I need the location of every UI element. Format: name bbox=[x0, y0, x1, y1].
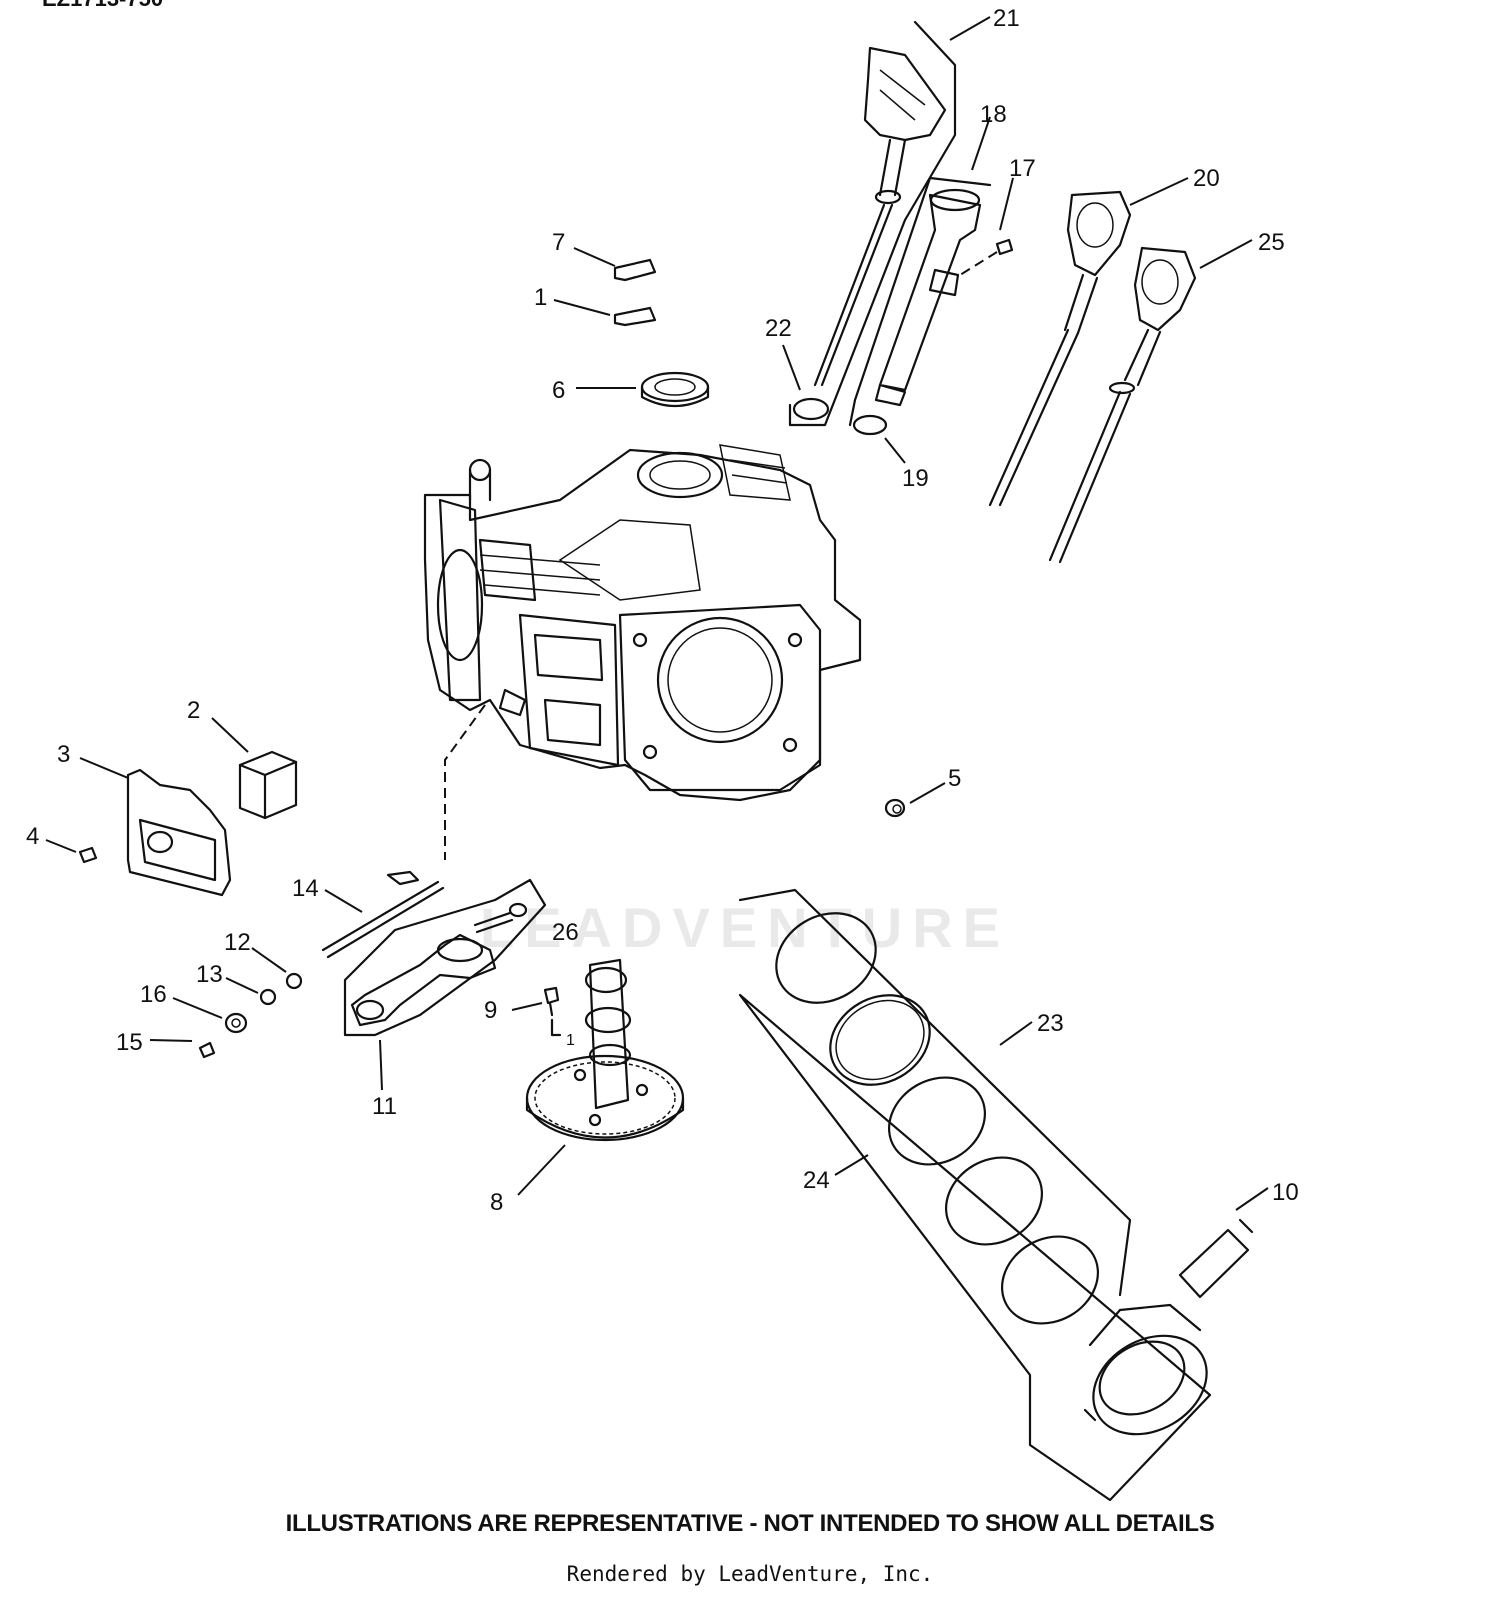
callout-labels: 21 18 17 20 25 7 1 6 22 19 2 3 4 5 14 26… bbox=[26, 5, 1299, 1216]
bracket-21-22 bbox=[788, 20, 957, 427]
part-3-cover-plate[interactable] bbox=[126, 768, 232, 897]
callout-12: 12 bbox=[224, 929, 251, 956]
part-23-piston-ring-set[interactable] bbox=[760, 896, 1001, 1182]
part-14-shaft[interactable] bbox=[321, 870, 445, 959]
callout-15: 15 bbox=[116, 1029, 143, 1056]
callout-inline-1: 1 bbox=[566, 1032, 575, 1049]
callout-22: 22 bbox=[765, 315, 792, 342]
leader-lines bbox=[45, 16, 1269, 1211]
callout-16: 16 bbox=[140, 981, 167, 1008]
part-12-washer[interactable] bbox=[285, 972, 303, 990]
part-25-dipstick[interactable] bbox=[1048, 246, 1197, 564]
callout-13: 13 bbox=[196, 961, 223, 988]
part-24-piston-ring[interactable] bbox=[930, 1140, 1114, 1340]
callout-1: 1 bbox=[534, 284, 547, 311]
part-7-clip[interactable] bbox=[613, 258, 657, 282]
callout-2: 2 bbox=[187, 697, 200, 724]
callout-11: 11 bbox=[372, 1093, 397, 1120]
leadventure-watermark: LEADVENTURE bbox=[480, 896, 1011, 959]
assembly-dashed-line bbox=[444, 704, 486, 860]
callout-20: 20 bbox=[1193, 165, 1220, 192]
part-13-washer[interactable] bbox=[259, 988, 277, 1006]
callout-8: 8 bbox=[490, 1189, 503, 1216]
crankcase-block[interactable] bbox=[423, 444, 862, 802]
callout-17: 17 bbox=[1009, 155, 1036, 182]
callout-21: 21 bbox=[993, 5, 1020, 32]
callout-7: 7 bbox=[552, 229, 565, 256]
part-17-screw[interactable] bbox=[995, 238, 1014, 256]
part-2-block[interactable] bbox=[238, 750, 298, 820]
part-5-nut[interactable] bbox=[884, 798, 906, 818]
part-26-bolt[interactable] bbox=[473, 902, 528, 934]
disclaimer-text: ILLUSTRATIONS ARE REPRESENTATIVE - NOT I… bbox=[285, 1510, 1215, 1537]
part-19-o-ring[interactable] bbox=[852, 414, 888, 436]
callout-10: 10 bbox=[1272, 1179, 1299, 1206]
piston[interactable] bbox=[1076, 1303, 1225, 1454]
part-10-piston-pin[interactable] bbox=[1178, 1218, 1254, 1299]
part-21-dipstick[interactable] bbox=[813, 46, 947, 387]
callout-24: 24 bbox=[803, 1167, 830, 1194]
part-18-dipstick-tube[interactable] bbox=[874, 188, 982, 407]
callout-25: 25 bbox=[1258, 229, 1285, 256]
callout-5: 5 bbox=[948, 765, 961, 792]
part-20-dipstick[interactable] bbox=[988, 190, 1132, 507]
bracket-11-26 bbox=[343, 878, 547, 1037]
callout-23: 23 bbox=[1037, 1010, 1064, 1037]
render-credit: Rendered by LeadVenture, Inc. bbox=[566, 1562, 934, 1586]
callout-3: 3 bbox=[57, 741, 70, 768]
callout-9: 9 bbox=[484, 997, 497, 1024]
part-11-connecting-rod[interactable] bbox=[350, 933, 497, 1027]
callout-6: 6 bbox=[552, 377, 565, 404]
part-16-washer[interactable] bbox=[224, 1012, 248, 1034]
part-15-clip[interactable] bbox=[198, 1041, 216, 1059]
part-1-clip[interactable] bbox=[613, 306, 657, 327]
callout-26: 26 bbox=[552, 919, 579, 946]
drawing-id: EZ1713-750 bbox=[42, 0, 163, 12]
part-22-o-ring[interactable] bbox=[792, 397, 830, 421]
part-9-screw[interactable] bbox=[543, 986, 560, 1017]
callout-19: 19 bbox=[902, 465, 929, 492]
bracket-18 bbox=[848, 176, 992, 427]
callout-18: 18 bbox=[980, 101, 1007, 128]
callout-14: 14 bbox=[292, 875, 319, 902]
bracket-23-24 bbox=[738, 888, 1212, 1502]
callout-4: 4 bbox=[26, 823, 39, 850]
part-8-camshaft-gear[interactable] bbox=[525, 958, 685, 1142]
part-4-screw[interactable] bbox=[78, 846, 98, 864]
part-6-oil-seal[interactable] bbox=[640, 371, 710, 407]
